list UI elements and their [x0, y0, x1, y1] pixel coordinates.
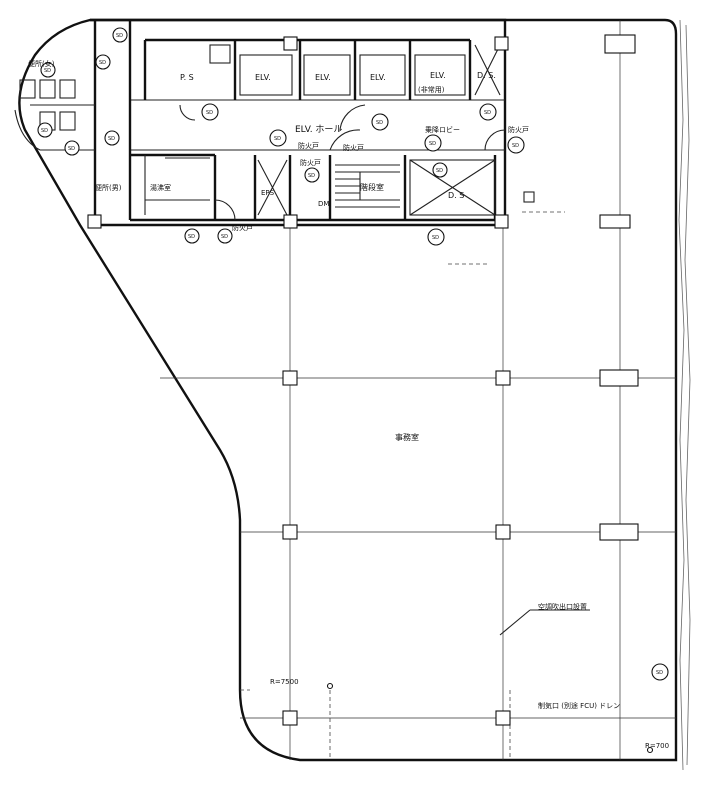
label-elv-1: ELV.: [255, 73, 271, 82]
label-ds-top: D. S.: [477, 71, 496, 80]
tag-label: SD: [376, 120, 383, 126]
label-elv-3: ELV.: [370, 73, 386, 82]
ds-cross: [409, 159, 496, 216]
point-mark: [326, 682, 334, 690]
label-radius-left: R=7500: [270, 678, 299, 686]
label-wc: 便所(男): [95, 183, 122, 192]
tag-label: SD: [116, 33, 123, 39]
label-office: 事務室: [395, 432, 419, 442]
label-note-1: 空調吹出口設置: [538, 602, 587, 611]
label-fireproof-3: 防火戸: [508, 125, 529, 134]
label-ds-mid: D. S: [448, 191, 464, 200]
toilet-stall: [59, 111, 76, 131]
label-fireproof-4: 防火戸: [232, 223, 253, 232]
label-elv-2: ELV.: [315, 73, 331, 82]
stair-treads: [335, 164, 400, 208]
label-fireproof-5: 防火戸: [300, 158, 321, 167]
ps-box: [209, 44, 231, 64]
tag-label: SD: [221, 234, 228, 240]
elevator-shaft: [303, 54, 351, 96]
structural-columns: [87, 34, 639, 726]
leader-line: [499, 609, 531, 636]
label-storage: 湯沸室: [150, 183, 171, 192]
right-border-hatch-2: [684, 24, 691, 766]
point-mark: [646, 746, 654, 754]
door-swing: [339, 104, 366, 131]
door-swing: [484, 129, 506, 151]
label-radius-right: R=700: [645, 742, 669, 750]
right-border-hatch: [678, 19, 685, 771]
label-elv-4-sub: (非常用): [418, 85, 445, 94]
structural-grid: [160, 20, 676, 760]
tag-label: SD: [206, 110, 213, 116]
tag-label: SD: [99, 60, 106, 66]
ds-room: [409, 159, 496, 216]
tag-label: SD: [44, 68, 51, 74]
tag-label: SD: [436, 168, 443, 174]
tag-labels: SD SD SD SD SD SD SD SD SD SD SD SD SD S…: [41, 33, 663, 676]
tag-label: SD: [429, 141, 436, 147]
label-fireproof-1: 防火戸: [298, 141, 319, 150]
label-elv-4: ELV.: [430, 71, 446, 80]
tag-label: SD: [512, 143, 519, 149]
label-fireproof-2: 防火戸: [343, 143, 364, 152]
label-stair: 階段室: [360, 182, 384, 192]
ds-cross: [474, 44, 501, 96]
toilet-stall: [39, 79, 56, 99]
vent-mark: [523, 191, 535, 203]
tag-label: SD: [68, 146, 75, 152]
elevator-shaft: [359, 54, 406, 96]
label-lobby: 乗降ロビー: [425, 125, 460, 134]
label-eps: EPS: [261, 189, 275, 197]
tag-label: SD: [656, 670, 663, 676]
tag-label: SD: [274, 136, 281, 142]
elevator-shaft: [414, 54, 466, 96]
tag-label: SD: [432, 235, 439, 241]
equipment-tags: [37, 27, 669, 681]
eps-cross: [257, 159, 288, 216]
tag-label: SD: [41, 128, 48, 134]
label-note-2: 制気口 (別途 FCU) ドレン: [538, 701, 620, 710]
toilet-curve: [14, 109, 41, 151]
elevator-shaft: [239, 54, 293, 96]
tag-label: SD: [484, 110, 491, 116]
tag-label: SD: [188, 234, 195, 240]
tag-label: SD: [108, 136, 115, 142]
toilet-stall: [59, 79, 76, 99]
label-elv-hall: ELV. ホール: [295, 124, 342, 135]
toilet-stall: [19, 79, 36, 99]
label-shower: 便所(女): [28, 59, 55, 68]
label-ps: P. S: [180, 73, 194, 82]
building-outline: [18, 18, 678, 762]
door-swing: [214, 199, 236, 221]
label-dm: DM: [318, 200, 329, 208]
tag-label: SD: [308, 173, 315, 179]
door-swing: [179, 104, 196, 121]
door-swing: [329, 129, 361, 151]
